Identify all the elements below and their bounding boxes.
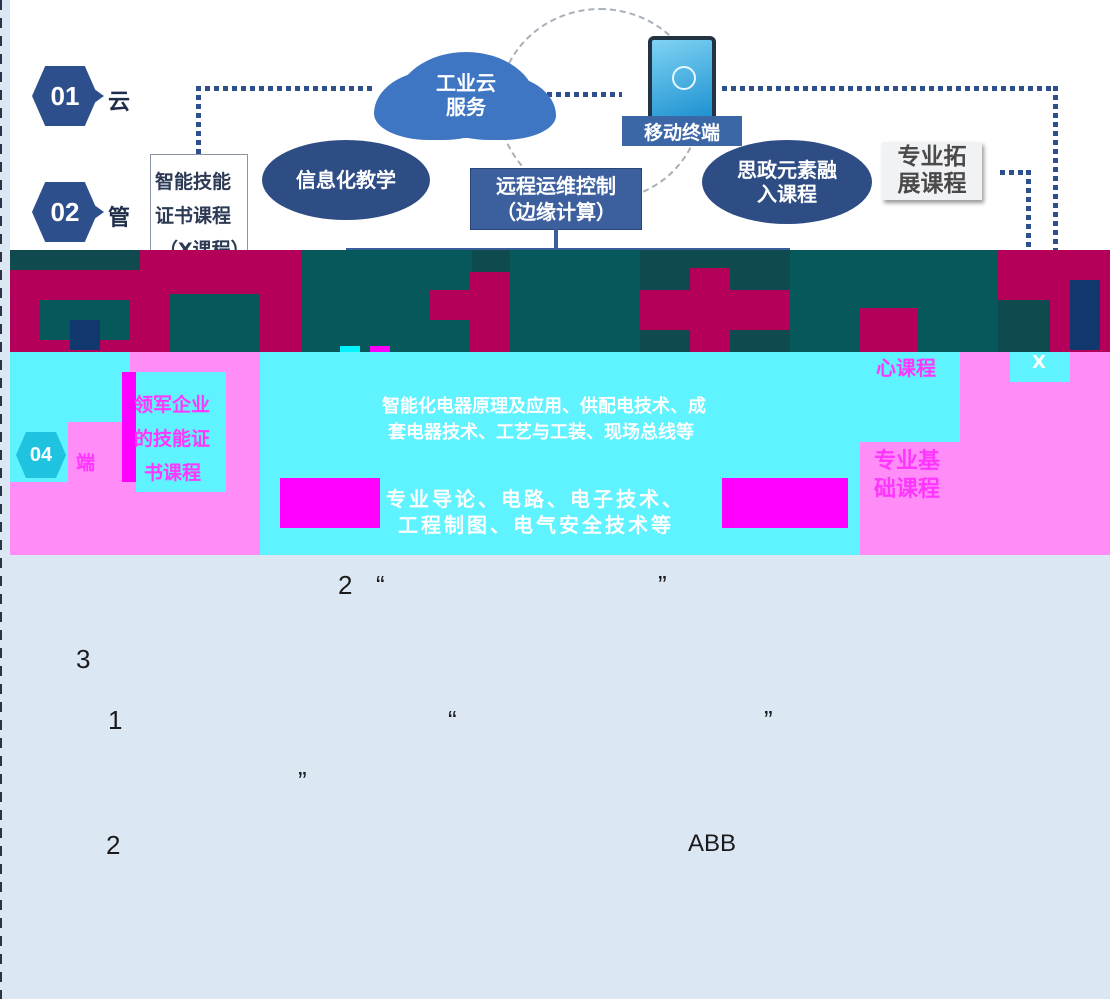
core-courses-line1: 智能化电器原理及应用、供配电技术、成 xyxy=(382,396,706,417)
basic-courses-line1: 专业导论、电路、电子技术、 xyxy=(386,487,685,511)
info-teaching-ellipse: 信息化教学 xyxy=(262,140,430,220)
cloud-label-line1: 工业云 xyxy=(436,71,496,95)
core-courses-line2: 套电器技术、工艺与工装、现场总线等 xyxy=(388,422,694,443)
mobile-phone-icon xyxy=(648,36,716,124)
foundation-line-1: 专业基 xyxy=(874,449,941,474)
extension-course-box: 专业拓 展课程 xyxy=(882,142,982,200)
remote-ops-line2: （边缘计算） xyxy=(496,200,616,224)
section-number: 3 xyxy=(76,644,91,674)
layer-01-arrow xyxy=(90,86,104,106)
course-lower-area: 04 端 领军企业 的技能证 书课程 智能化电器原理及应用、供配电技术、成 套电… xyxy=(10,352,1110,555)
dotted-connector xyxy=(196,86,201,156)
x-fragment: X xyxy=(1032,352,1046,373)
caption-close-quote: ” xyxy=(658,570,667,600)
layer-04-hex: 04 xyxy=(16,432,66,478)
ext-line-1: 专业拓 xyxy=(897,144,967,170)
layer-01-label: 云 xyxy=(108,90,131,115)
layer-02-label: 管 xyxy=(108,206,131,231)
enterprise-cert-line-3: 书课程 xyxy=(144,462,202,484)
item-1-open-quote: “ xyxy=(448,705,457,735)
layer-04-label: 端 xyxy=(76,452,96,474)
enterprise-cert-line-1: 领军企业 xyxy=(134,394,211,416)
basic-courses-line2: 工程制图、电气安全技术等 xyxy=(398,513,674,537)
layer-02-number: 02 xyxy=(50,196,80,227)
item-2-abb: ABB xyxy=(688,830,737,857)
remote-ops-box: 远程运维控制 （边缘计算） xyxy=(470,168,642,230)
cert-line-1: 智能技能 xyxy=(155,171,232,193)
item-1-close-quote: ” xyxy=(764,705,773,735)
item-1-line2-quote: ” xyxy=(298,766,307,796)
cert-line-2: 证书课程 xyxy=(155,205,232,227)
foundation-line-2: 础课程 xyxy=(874,477,941,502)
leading-enterprise-cert-box: 领军企业 的技能证 书课程 xyxy=(134,388,210,490)
basic-courses-box: 专业导论、电路、电子技术、 工程制图、电气安全技术等 xyxy=(386,486,685,538)
touch-icon xyxy=(672,66,696,90)
dotted-connector xyxy=(196,86,376,91)
page-margin-dashes xyxy=(0,0,2,999)
dotted-connector xyxy=(1053,86,1058,250)
course-system-figure: 01 云 02 管 工业云 服务 移动终端 信息化教学 思政元素融 入课程 远程… xyxy=(10,0,1110,555)
dotted-connector xyxy=(1026,170,1031,250)
ideology-label-line2: 入课程 xyxy=(757,182,817,206)
tree-connector xyxy=(554,228,558,252)
ideology-ellipse: 思政元素融 入课程 xyxy=(702,140,872,224)
dotted-connector xyxy=(1000,170,1028,175)
cloud-label-line2: 服务 xyxy=(446,95,486,119)
layer-04-number: 04 xyxy=(29,443,53,466)
caption-open-quote: “ xyxy=(376,570,385,600)
layer-02-arrow xyxy=(90,202,104,222)
remote-ops-line1: 远程运维控制 xyxy=(496,174,616,198)
layer-01-hex: 01 xyxy=(32,66,98,126)
core-course-fragment: 心课程 xyxy=(876,356,936,380)
mobile-terminal-label: 移动终端 xyxy=(622,116,742,146)
ext-line-2: 展课程 xyxy=(897,171,967,197)
item-2-number: 2 xyxy=(106,830,121,860)
enterprise-cert-line-2: 的技能证 xyxy=(134,428,211,450)
item-1-number: 1 xyxy=(108,705,123,735)
ideology-label-line1: 思政元素融 xyxy=(737,158,837,182)
dotted-connector xyxy=(722,86,1058,91)
industrial-cloud-service: 工业云 服务 xyxy=(396,52,536,138)
figure-caption-number: 2 xyxy=(338,570,353,600)
layer-02-hex: 02 xyxy=(32,182,98,242)
specialty-foundation-box: 专业基 础课程 xyxy=(874,448,940,504)
corrupted-band xyxy=(10,250,1110,352)
layer-01-number: 01 xyxy=(50,80,80,111)
specialty-core-courses: 智能化电器原理及应用、供配电技术、成 套电器技术、工艺与工装、现场总线等 xyxy=(382,394,706,446)
info-teaching-label: 信息化教学 xyxy=(296,168,396,192)
